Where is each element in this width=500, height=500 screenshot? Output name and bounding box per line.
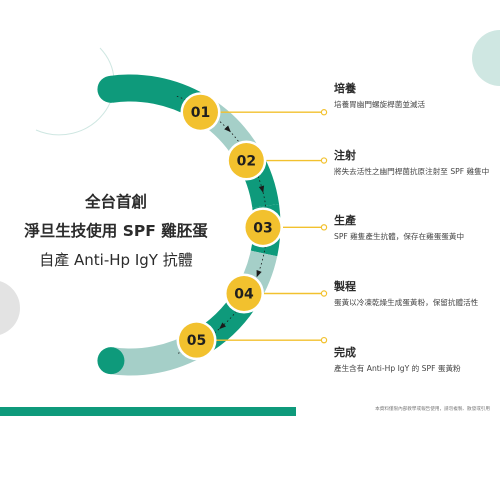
decorative-mint-circle <box>472 30 500 86</box>
step-2-desc: 將失去活性之幽門桿菌抗原注射至 SPF 雞隻中 <box>334 167 490 176</box>
step-5-circle <box>179 322 214 358</box>
step-1-number: 01 <box>191 105 210 121</box>
footer-teal-bar <box>0 407 296 416</box>
footnote: 本資料僅限內部教學或報告使用，請勿複製、散發或引用 <box>375 407 490 412</box>
step-1-desc: 培養胃幽門螺旋桿菌並滅活 <box>334 100 426 109</box>
step-1-circle <box>182 94 218 130</box>
step-4-desc: 蛋黃以冷凍乾燥生成蛋黃粉，保留抗體活性 <box>334 298 479 307</box>
step-circles: 01 02 03 04 05 <box>176 92 283 361</box>
title-line-3: 自產 Anti-Hp IgY 抗體 <box>39 251 193 269</box>
decorative-grey-circle <box>0 281 20 335</box>
step-5-text: 完成 產生含有 Anti-Hp IgY 的 SPF 蛋黃粉 <box>334 346 494 376</box>
step-2-circle <box>228 143 264 179</box>
direction-arrow-1 <box>224 125 231 133</box>
direction-arrow-3 <box>256 269 262 278</box>
decorative-arc-outline <box>35 47 115 136</box>
step-2-connector-dot <box>320 157 328 164</box>
step-4-circle <box>226 276 262 312</box>
step-5-desc: 產生含有 Anti-Hp IgY 的 SPF 蛋黃粉 <box>334 364 461 373</box>
step-1-text: 培養 培養胃幽門螺旋桿菌並滅活 <box>334 82 494 112</box>
direction-arrow-4 <box>219 322 227 330</box>
step-3-text: 生產 SPF 雞隻產生抗體，保存在雞蛋蛋黃中 <box>334 214 494 244</box>
step-2-title: 注射 <box>334 149 356 162</box>
step-3-number: 03 <box>253 220 272 236</box>
step-2-number: 02 <box>237 154 256 170</box>
step-1-connector-dot <box>320 109 328 116</box>
diagram-title: 全台首創 淨旦生技使用 SPF 雞胚蛋 自產 Anti-Hp IgY 抗體 <box>0 188 232 275</box>
step-3-desc: SPF 雞隻產生抗體，保存在雞蛋蛋黃中 <box>334 232 465 241</box>
title-line-2: 淨旦生技使用 SPF 雞胚蛋 <box>24 222 208 240</box>
step-2-text: 注射 將失去活性之幽門桿菌抗原注射至 SPF 雞隻中 <box>334 149 494 179</box>
step-4-text: 製程 蛋黃以冷凍乾燥生成蛋黃粉，保留抗體活性 <box>334 280 494 310</box>
step-1-title: 培養 <box>334 82 356 95</box>
step-4-connector-dot <box>320 290 328 297</box>
title-line-1: 全台首創 <box>84 193 147 211</box>
step-5-title: 完成 <box>334 346 356 359</box>
step-5-number: 05 <box>187 333 206 349</box>
direction-arrow-2 <box>258 185 265 193</box>
band-cap-top <box>97 75 125 103</box>
step-3-title: 生產 <box>334 214 356 227</box>
step-connectors <box>216 109 328 344</box>
step-4-title: 製程 <box>334 280 356 293</box>
band-cap-bottom <box>97 347 125 375</box>
step-5-connector-dot <box>320 336 328 344</box>
step-4-number: 04 <box>234 287 254 303</box>
step-3-circle <box>245 209 281 245</box>
step-3-connector-dot <box>320 224 328 231</box>
